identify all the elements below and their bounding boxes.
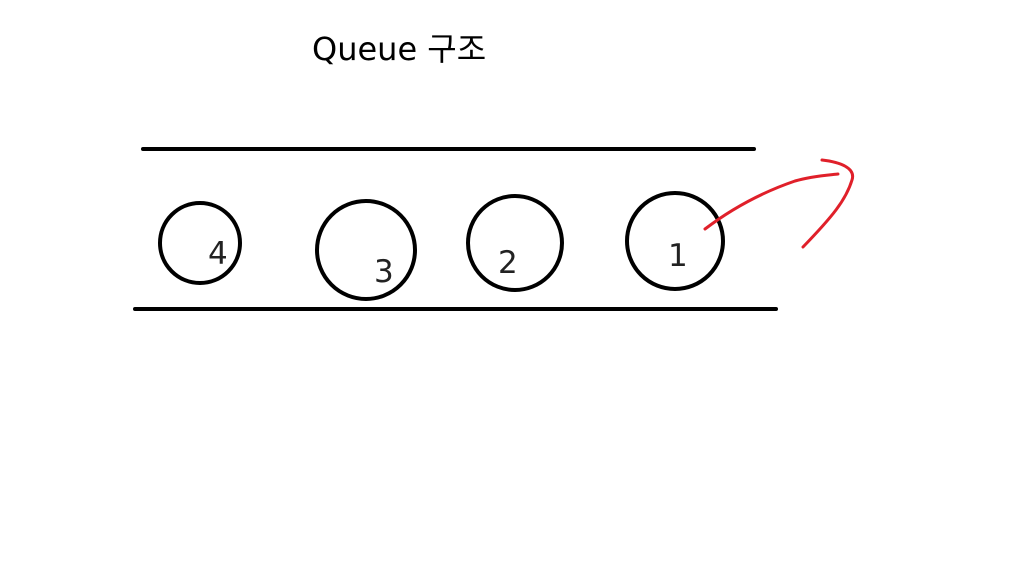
queue-node-circle [466,194,564,292]
queue-node-label: 2 [498,245,518,281]
queue-node-label: 3 [374,254,394,290]
queue-node-label: 4 [208,236,228,272]
queue-node-circle [625,191,725,291]
dequeue-arrow-icon [703,158,855,249]
queue-node-3: 3 [315,199,417,301]
queue-node-2: 2 [466,194,564,292]
queue-node-circle [158,201,242,285]
queue-node-circle [315,199,417,301]
queue-node-1: 1 [625,191,725,291]
diagram-title: Queue 구조 [312,30,487,68]
queue-node-4: 4 [158,201,242,285]
queue-node-label: 1 [668,238,688,274]
